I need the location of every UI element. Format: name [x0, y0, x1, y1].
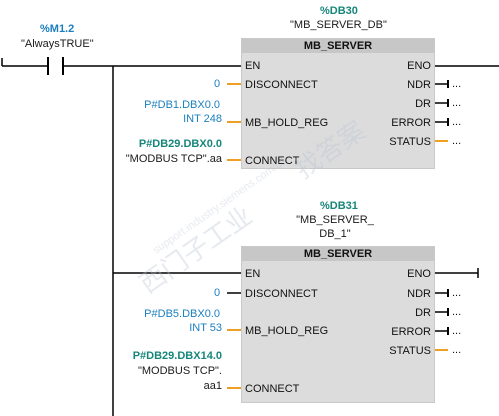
block2-type: MB_SERVER — [242, 247, 434, 261]
block2-connect-address[interactable]: P#DB29.DBX14.0 — [132, 350, 222, 362]
block1-pin-mb-hold-reg: MB_HOLD_REG — [245, 117, 329, 129]
block1-pin-en: EN — [245, 60, 261, 72]
contact-tag[interactable]: "AlwaysTRUE" — [21, 38, 94, 50]
block2-pin-en: EN — [245, 268, 261, 280]
block2-pin-mb-hold-reg: MB_HOLD_REG — [245, 325, 329, 337]
block2-pin-status: STATUS — [389, 345, 431, 357]
block1-dr-operand[interactable]: ... — [452, 97, 462, 109]
block2-error-operand[interactable]: ... — [452, 325, 462, 337]
block1-pin-dr: DR — [415, 98, 431, 110]
block2-ndr-operand[interactable]: ... — [452, 287, 462, 299]
block2-connect-tag-line1[interactable]: "MODBUS TCP". — [137, 365, 222, 377]
contact-address[interactable]: %M1.2 — [40, 23, 75, 35]
block1-db-name[interactable]: "MB_SERVER_DB" — [290, 19, 387, 31]
block2-pin-dr: DR — [415, 307, 431, 319]
block1-pin-ndr: NDR — [407, 79, 431, 91]
block2-db-name-line2[interactable]: DB_1" — [319, 228, 351, 240]
block1-pin-status: STATUS — [389, 136, 431, 148]
block1-hold-reg-address[interactable]: P#DB1.DBX0.0 — [144, 99, 220, 111]
block1-status-operand[interactable]: ... — [452, 135, 462, 147]
block1-disconnect-value[interactable]: 0 — [214, 78, 221, 90]
block1-type: MB_SERVER — [242, 39, 434, 53]
block2-status-operand[interactable]: ... — [452, 344, 462, 356]
block2-disconnect-value[interactable]: 0 — [214, 287, 221, 299]
block1-pin-eno: ENO — [407, 60, 431, 72]
block2-pin-error: ERROR — [391, 326, 431, 338]
block2-hold-reg-address[interactable]: P#DB5.DBX0.0 — [144, 308, 220, 320]
block1-pin-connect: CONNECT — [245, 155, 300, 167]
block2-db-name-line1[interactable]: "MB_SERVER_ — [296, 214, 374, 226]
block2-pin-disconnect: DISCONNECT — [245, 288, 318, 300]
block1-hold-reg-length[interactable]: INT 248 — [183, 113, 222, 125]
block2-pin-eno: ENO — [407, 268, 431, 280]
block1-connect-tag[interactable]: "MODBUS TCP".aa — [125, 153, 222, 165]
block1-ndr-operand[interactable]: ... — [452, 78, 462, 90]
block1-pin-error: ERROR — [391, 117, 431, 129]
block1-db-address[interactable]: %DB30 — [320, 5, 358, 17]
block2-dr-operand[interactable]: ... — [452, 306, 462, 318]
block2-pin-ndr: NDR — [407, 288, 431, 300]
block1-connect-address[interactable]: P#DB29.DBX0.0 — [138, 138, 222, 150]
block2-connect-tag-line2[interactable]: aa1 — [203, 380, 222, 392]
block2-pin-connect: CONNECT — [245, 383, 300, 395]
block1-mb-server[interactable]: MB_SERVER EN DISCONNECT MB_HOLD_REG CONN… — [241, 38, 435, 169]
block2-hold-reg-length[interactable]: INT 53 — [189, 322, 222, 334]
block2-mb-server[interactable]: MB_SERVER EN DISCONNECT MB_HOLD_REG CONN… — [241, 246, 435, 403]
block1-pin-disconnect: DISCONNECT — [245, 79, 318, 91]
block1-error-operand[interactable]: ... — [452, 116, 462, 128]
block2-db-address[interactable]: %DB31 — [320, 200, 358, 212]
